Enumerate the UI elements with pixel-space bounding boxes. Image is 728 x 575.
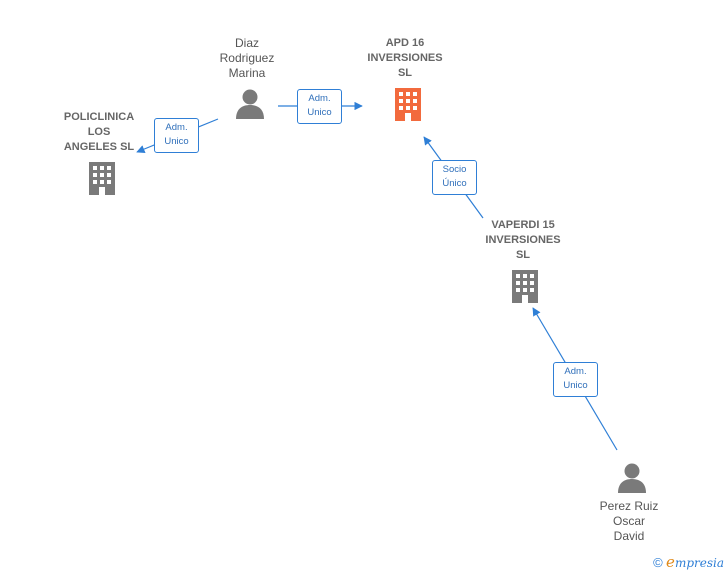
node-label-diaz: Diaz Rodriguez Marina: [219, 36, 275, 80]
edge-label-vaperdi-apd16[interactable]: Socio Único: [432, 160, 477, 195]
copyright-icon: ©: [653, 555, 663, 570]
node-label-vaperdi: VAPERDI 15 INVERSIONES SL: [485, 219, 561, 261]
empresia-logo: © empresia: [653, 553, 724, 571]
building-icon[interactable]: [392, 87, 424, 121]
building-icon[interactable]: [509, 269, 541, 303]
person-icon[interactable]: [616, 463, 648, 493]
person-icon[interactable]: [234, 89, 266, 119]
node-label-apd16: APD 16 INVERSIONES SL: [367, 37, 443, 79]
node-label-policlinica: POLICLINICA LOS ANGELES SL: [63, 111, 135, 153]
edge-label-diaz-apd16[interactable]: Adm. Unico: [297, 89, 342, 124]
node-label-perez: Perez Ruiz Oscar David: [599, 499, 659, 543]
edge-label-perez-vaperdi[interactable]: Adm. Unico: [553, 362, 598, 397]
building-icon[interactable]: [86, 161, 118, 195]
edge-label-diaz-policlinica[interactable]: Adm. Unico: [154, 118, 199, 153]
